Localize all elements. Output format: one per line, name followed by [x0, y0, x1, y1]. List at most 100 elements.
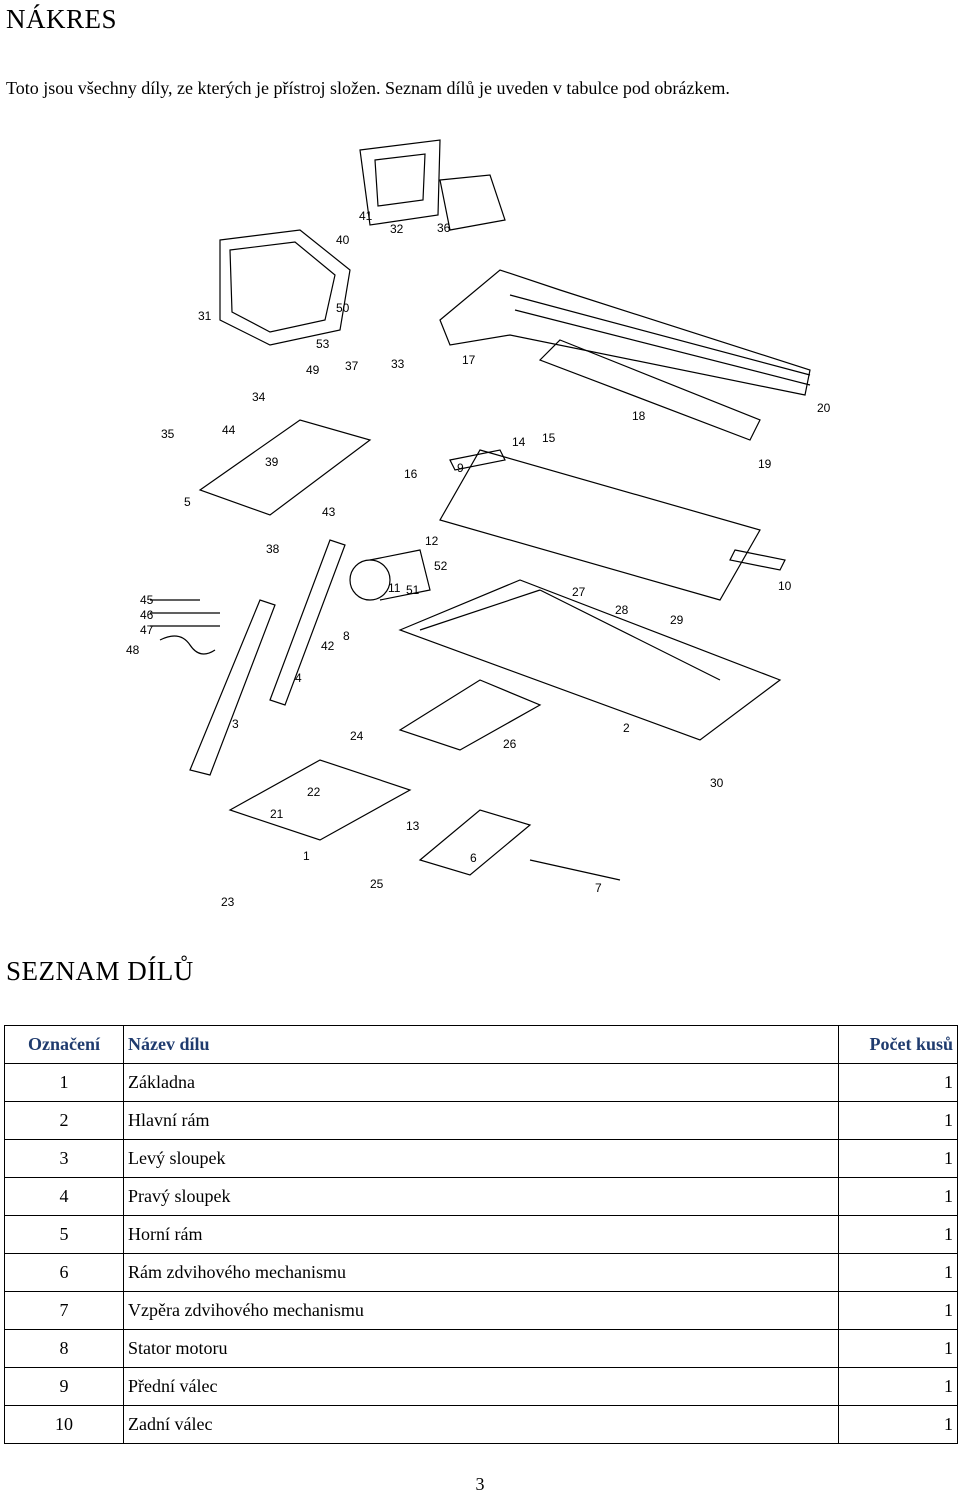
table-row: 5 Horní rám 1: [4, 1215, 958, 1254]
callout-label: 2: [623, 721, 630, 735]
callout-label: 47: [140, 623, 154, 637]
callout-label: 10: [778, 579, 792, 593]
console-housing: [219, 229, 351, 346]
callout-label: 44: [222, 423, 236, 437]
page-title: NÁKRES: [6, 4, 118, 34]
parts-list-title: SEZNAM DÍLŮ: [6, 956, 194, 986]
part-id: 7: [4, 1291, 124, 1330]
header-id: Označení: [4, 1025, 124, 1064]
callout-label: 18: [632, 409, 646, 423]
callout-label: 26: [503, 737, 517, 751]
callout-label: 37: [345, 359, 359, 373]
callout-label: 46: [140, 608, 154, 622]
rear-roller: [729, 549, 786, 571]
motor: [349, 559, 391, 601]
display-panel: [359, 139, 441, 226]
part-id: 10: [4, 1405, 124, 1444]
callout-label: 52: [434, 559, 448, 573]
callout-label: 13: [406, 819, 420, 833]
part-id: 6: [4, 1253, 124, 1292]
callout-label: 41: [359, 209, 373, 223]
table-row: 9 Přední válec 1: [4, 1367, 958, 1406]
exploded-view-svg: 1 2 3 4 5 6 7 8 9 10 11 12 13 14 15 16 1…: [126, 139, 831, 909]
table-row: 1 Základna 1: [4, 1063, 958, 1102]
part-qty: 1: [838, 1101, 958, 1140]
parts-table: Označení Název dílu Počet kusů 1 Základn…: [4, 1025, 958, 1444]
callout-label: 36: [437, 221, 451, 235]
callout-label: 14: [512, 435, 526, 449]
part-id: 1: [4, 1063, 124, 1102]
callout-label: 38: [266, 542, 280, 556]
power-cord: [159, 635, 216, 655]
callout-label: 3: [232, 717, 239, 731]
part-qty: 1: [838, 1177, 958, 1216]
callout-label: 49: [306, 363, 320, 377]
part-qty: 1: [838, 1253, 958, 1292]
part-qty: 1: [838, 1405, 958, 1444]
callout-label: 19: [758, 457, 772, 471]
base-frame: [228, 759, 412, 841]
part-id: 8: [4, 1329, 124, 1368]
part-id: 5: [4, 1215, 124, 1254]
table-row: 2 Hlavní rám 1: [4, 1101, 958, 1140]
callout-label: 39: [265, 455, 279, 469]
callout-label: 27: [572, 585, 586, 599]
incline-strut: [529, 859, 621, 881]
part-id: 3: [4, 1139, 124, 1178]
part-qty: 1: [838, 1139, 958, 1178]
callout-label: 6: [470, 851, 477, 865]
callout-label: 15: [542, 431, 556, 445]
callout-label: 53: [316, 337, 330, 351]
main-frame: [398, 579, 782, 741]
callout-label: 11: [388, 581, 401, 595]
callout-label: 31: [198, 309, 212, 323]
motor-plate: [398, 679, 542, 751]
table-row: 7 Vzpěra zdvihového mechanismu 1: [4, 1291, 958, 1330]
header-name: Název dílu: [123, 1025, 839, 1064]
motor-hood: [439, 269, 811, 396]
overlay-sheet: [439, 174, 506, 231]
callout-label: 5: [184, 495, 191, 509]
part-name: Rám zdvihového mechanismu: [123, 1253, 839, 1292]
exploded-view-drawing: 1 2 3 4 5 6 7 8 9 10 11 12 13 14 15 16 1…: [120, 120, 850, 920]
callout-label: 1: [303, 849, 310, 863]
callout-label: 24: [350, 729, 364, 743]
table-row: 4 Pravý sloupek 1: [4, 1177, 958, 1216]
callout-label: 42: [321, 639, 335, 653]
part-labels: 1 2 3 4 5 6 7 8 9 10 11 12 13 14 15 16 1…: [126, 209, 831, 909]
callout-label: 51: [406, 583, 420, 597]
table-row: 8 Stator motoru 1: [4, 1329, 958, 1368]
part-name: Hlavní rám: [123, 1101, 839, 1140]
part-name: Základna: [123, 1063, 839, 1102]
table-row: 6 Rám zdvihového mechanismu 1: [4, 1253, 958, 1292]
part-name: Přední válec: [123, 1367, 839, 1406]
part-qty: 1: [838, 1215, 958, 1254]
callout-label: 25: [370, 877, 384, 891]
part-id: 9: [4, 1367, 124, 1406]
callout-label: 23: [221, 895, 235, 909]
callout-label: 20: [817, 401, 831, 415]
front-roller: [449, 449, 506, 471]
table-row: 3 Levý sloupek 1: [4, 1139, 958, 1178]
callout-label: 9: [457, 461, 464, 475]
callout-label: 34: [252, 390, 266, 404]
part-qty: 1: [838, 1063, 958, 1102]
incline-frame: [418, 809, 532, 876]
running-deck: [439, 449, 761, 601]
callout-label: 35: [161, 427, 175, 441]
part-name: Zadní válec: [123, 1405, 839, 1444]
callout-label: 17: [462, 353, 476, 367]
callout-label: 8: [343, 629, 350, 643]
part-qty: 1: [838, 1291, 958, 1330]
right-upright: [269, 539, 346, 706]
part-name: Vzpěra zdvihového mechanismu: [123, 1291, 839, 1330]
callout-label: 45: [140, 593, 154, 607]
table-header-row: Označení Název dílu Počet kusů: [4, 1025, 958, 1064]
header-qty: Počet kusů: [838, 1025, 958, 1064]
upper-frame: [198, 419, 372, 516]
side-rail: [538, 339, 761, 441]
part-name: Pravý sloupek: [123, 1177, 839, 1216]
callout-label: 21: [270, 807, 284, 821]
part-id: 2: [4, 1101, 124, 1140]
callout-label: 7: [595, 881, 602, 895]
